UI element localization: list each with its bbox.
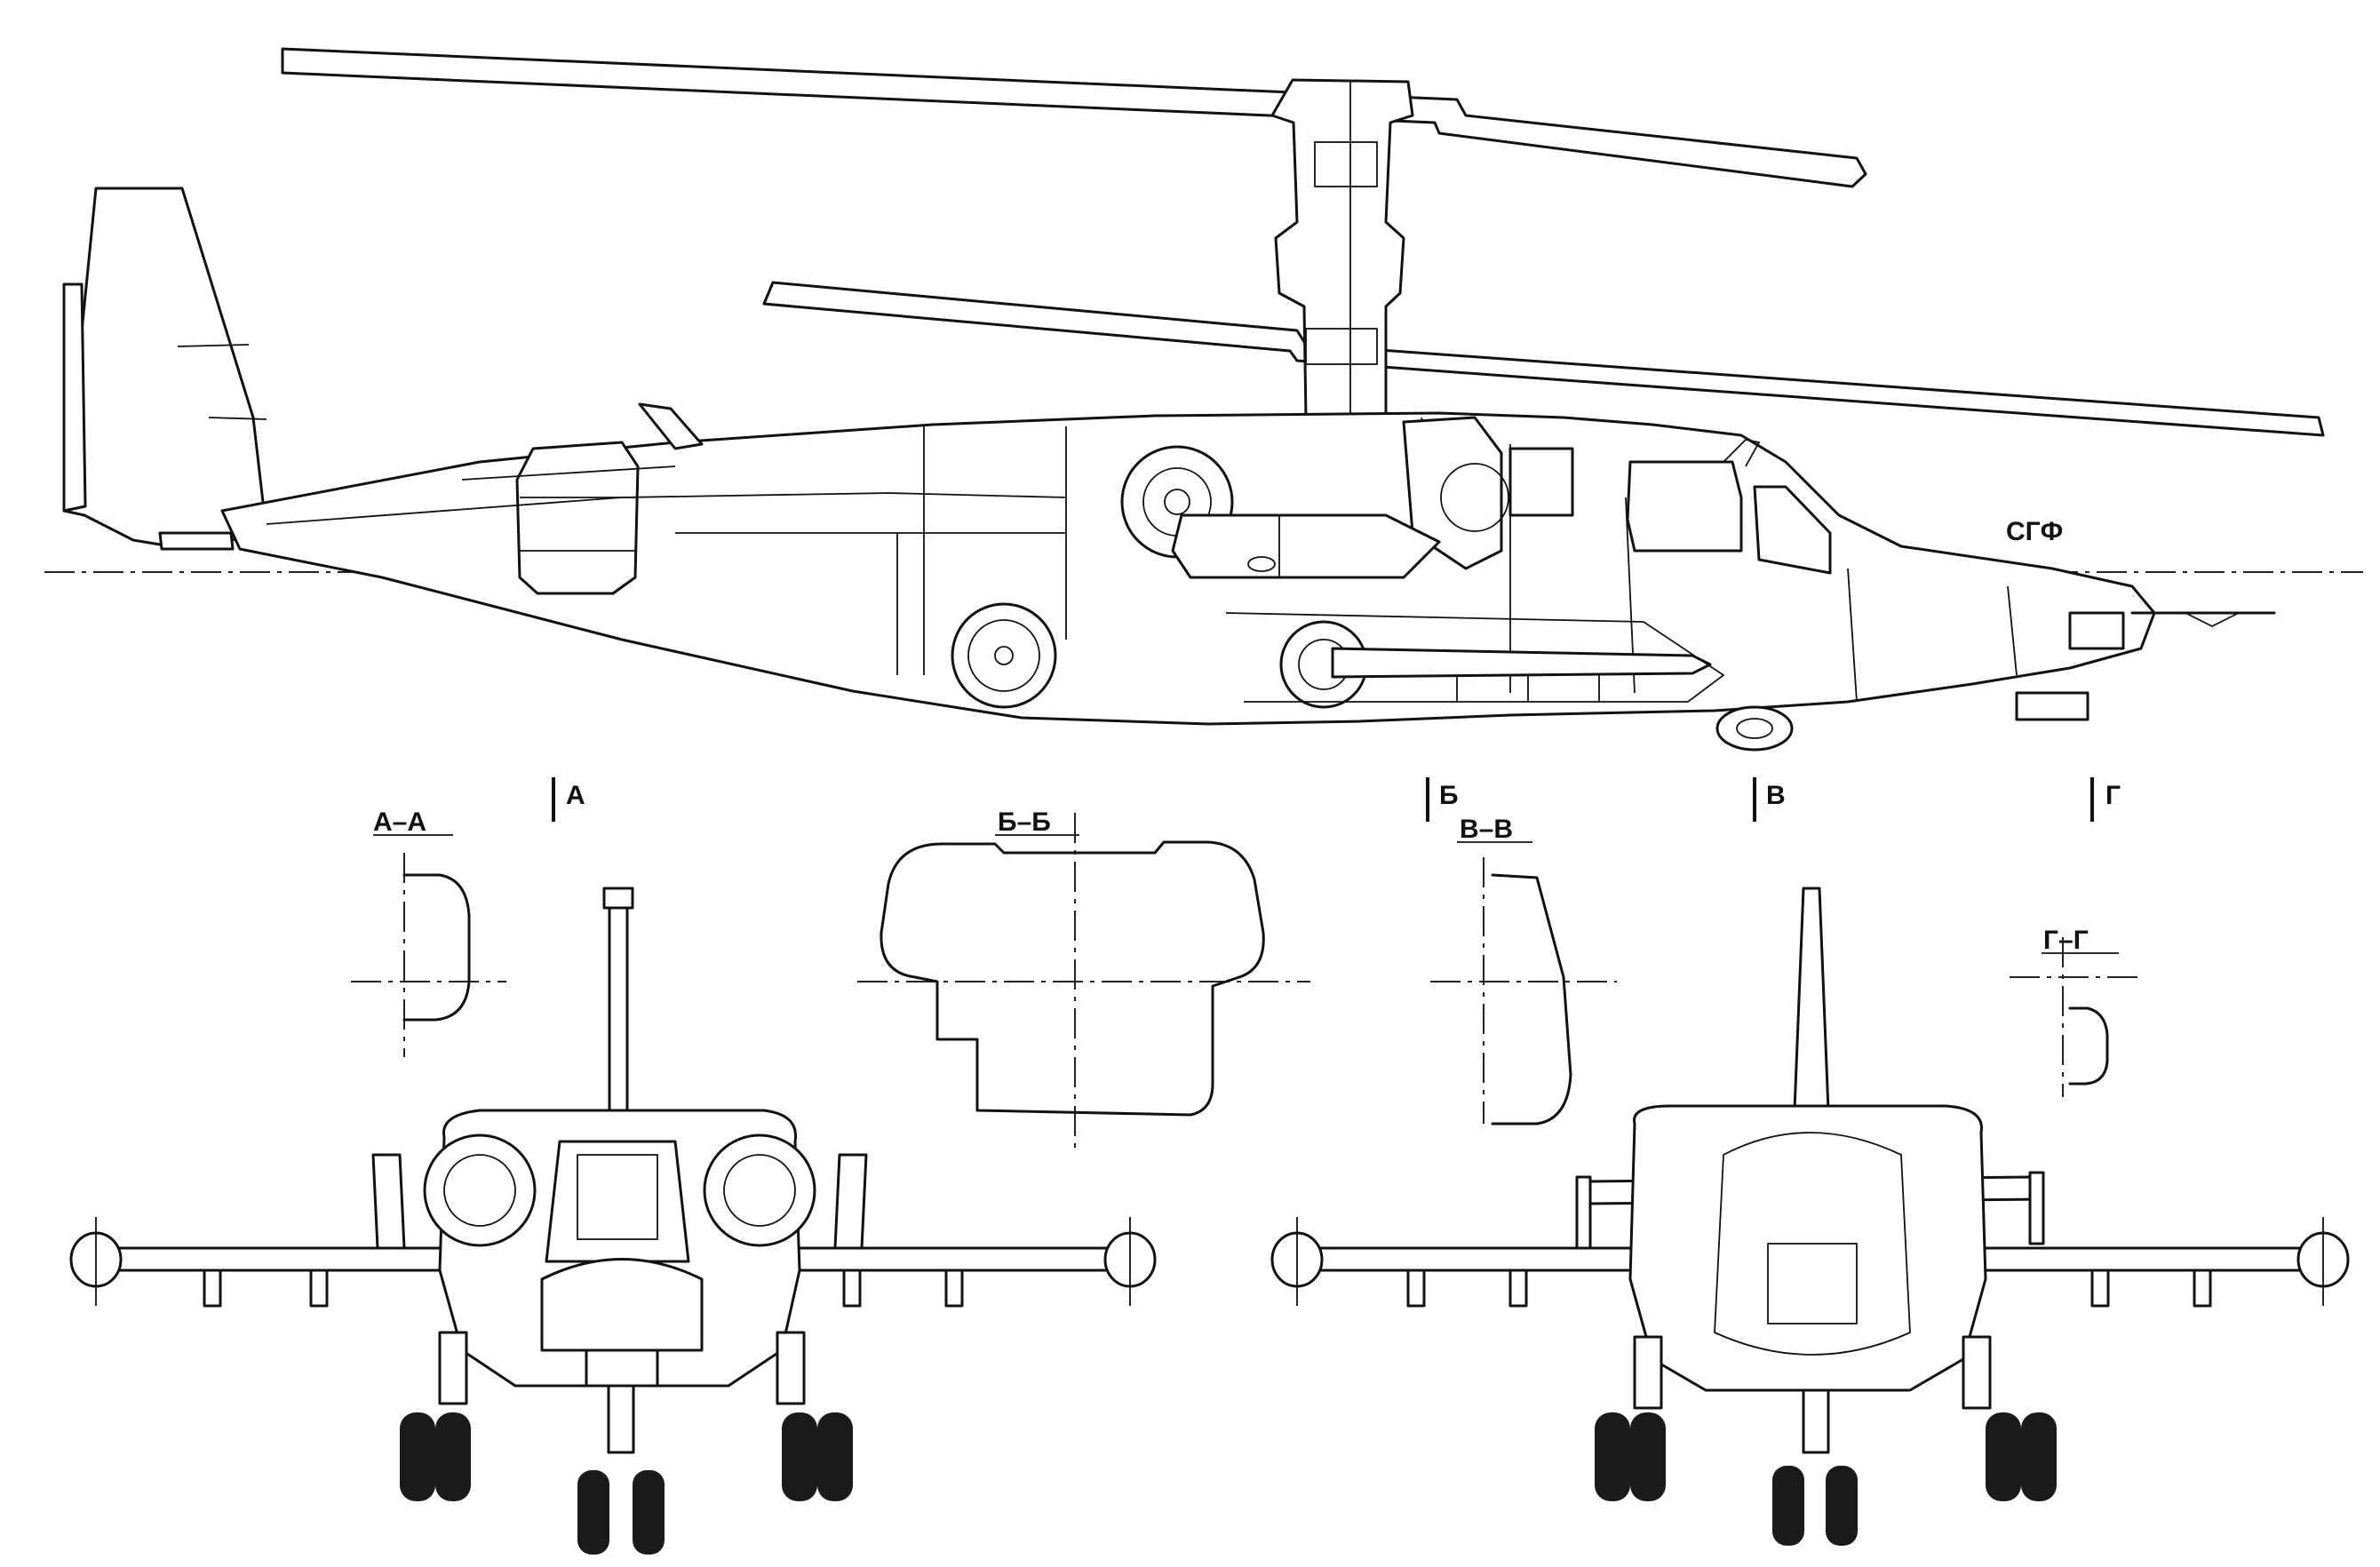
section-title-v: В–В xyxy=(1460,815,1513,844)
side-view: СГФ xyxy=(44,47,2363,752)
stub-wing-pod xyxy=(1171,513,1441,579)
rear-fuselage xyxy=(1628,1104,1987,1392)
cut-markers: А Б В Г xyxy=(552,777,2121,822)
engine-nacelle xyxy=(515,441,640,595)
rear-nose-wheel xyxy=(1772,1466,1804,1546)
upper-rotor-blade xyxy=(281,47,1867,188)
cannon-barrel xyxy=(1331,647,1712,679)
front-cockpit xyxy=(545,1140,690,1263)
rear-main-wheel-left xyxy=(1595,1412,1630,1501)
section-shape-g xyxy=(2068,1006,2109,1086)
section-shape-b xyxy=(880,840,1265,1117)
cut-label-v: В xyxy=(1766,781,1786,810)
front-nose-wheel xyxy=(577,1470,609,1555)
front-engine-right xyxy=(703,1133,816,1247)
nose-wheel-side xyxy=(1715,705,1794,752)
front-main-wheel-left xyxy=(400,1412,435,1501)
front-engine-left xyxy=(423,1133,537,1247)
section-title-b: Б–Б xyxy=(998,807,1051,837)
section-shape-v xyxy=(1491,873,1572,1126)
cross-sections: А–А Б–Б В–В Г–Г xyxy=(351,807,2141,1155)
cockpit-window xyxy=(1626,460,1743,553)
label-sgf: СГФ xyxy=(2006,517,2063,546)
main-wheel-side xyxy=(951,602,1057,709)
section-title-a: А–А xyxy=(373,807,426,837)
lower-rotor-blade xyxy=(762,281,2325,437)
section-shape-a xyxy=(402,873,471,1022)
cut-label-g: Г xyxy=(2105,781,2121,810)
cockpit-window-front xyxy=(1753,485,1832,575)
tail-fin xyxy=(62,187,268,551)
rear-view xyxy=(1270,887,2350,1546)
rear-main-wheel-right xyxy=(1986,1412,2021,1501)
front-main-wheel-right xyxy=(782,1412,817,1501)
front-view xyxy=(69,887,1157,1555)
cut-label-a: А xyxy=(566,781,585,810)
cut-label-b: Б xyxy=(1439,781,1459,810)
section-title-g: Г–Г xyxy=(2043,926,2089,955)
